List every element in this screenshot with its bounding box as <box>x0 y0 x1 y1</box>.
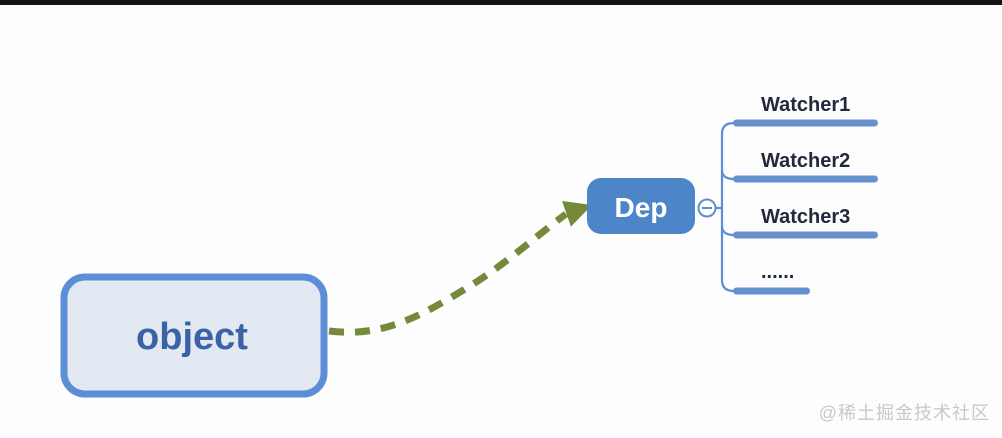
watcher-label: Watcher3 <box>761 206 850 228</box>
watcher-label: Watcher2 <box>761 150 850 172</box>
top-bar <box>0 0 1002 5</box>
dep-node <box>587 178 695 234</box>
watcher-underline-bar <box>733 175 878 183</box>
watermark: @稀土掘金技术社区 <box>818 403 990 423</box>
arrow-head-icon <box>562 201 592 227</box>
watcher-connector <box>715 121 735 293</box>
watcher-label: Watcher1 <box>761 94 850 116</box>
dashed-arrow <box>328 211 569 336</box>
object-node <box>60 273 328 398</box>
watcher-underline-bar <box>733 231 878 239</box>
watcher-underline-bar <box>733 119 878 127</box>
dep-node-label: Dep <box>615 192 668 223</box>
collapse-minus-icon[interactable] <box>697 198 717 218</box>
watcher-underline-bar <box>733 287 810 295</box>
watcher-label: ...... <box>761 261 794 283</box>
object-node-label: object <box>136 316 248 358</box>
